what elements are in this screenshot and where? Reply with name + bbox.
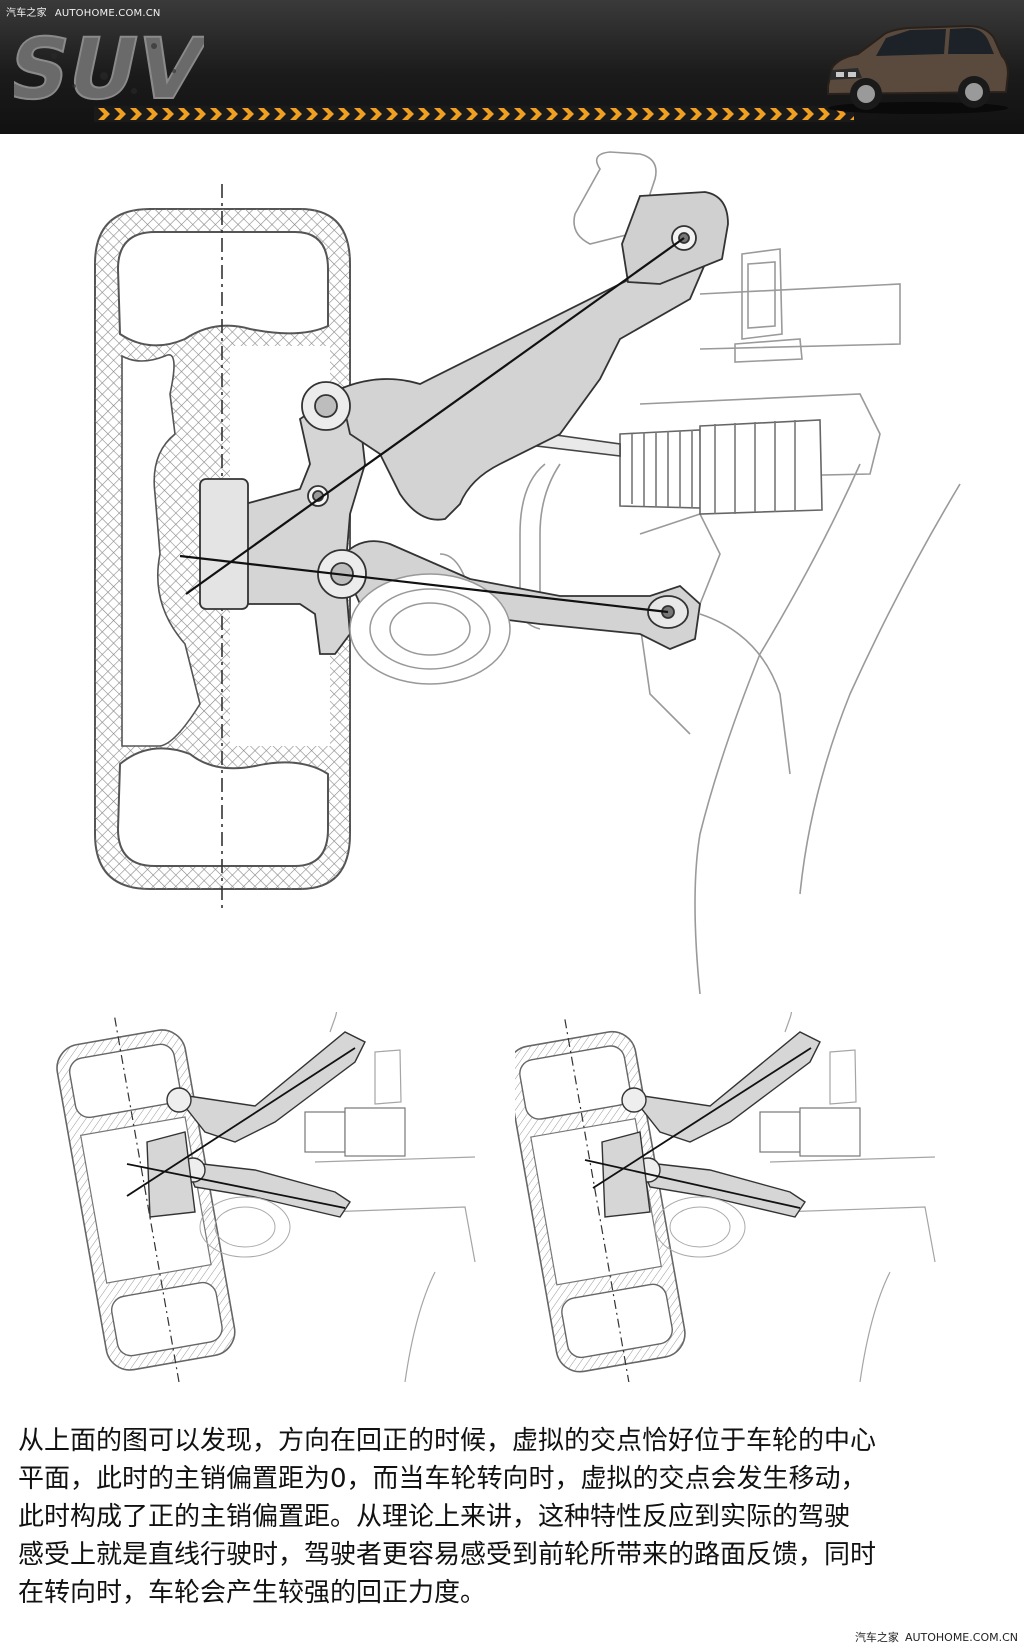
hazard-chevron	[626, 108, 638, 120]
virtual-kingpin-lines-small-right	[584, 1047, 812, 1209]
steering-rack-boot-small-right	[759, 1107, 861, 1157]
hazard-chevron	[466, 108, 478, 120]
virtual-kingpin-lines	[179, 237, 685, 614]
caption-line: 在转向时，车轮会产生较强的回正力度。	[18, 1578, 487, 1608]
watermark-site-name: 汽车之家	[854, 1631, 899, 1644]
caption-line: 此时构成了正的主销偏置距。从理论上来讲，这种特性反应到实际的驾驶	[18, 1502, 851, 1532]
hazard-chevron	[130, 108, 142, 120]
hazard-chevron	[674, 108, 686, 120]
hazard-chevron	[722, 108, 734, 120]
hazard-chevron	[482, 108, 494, 120]
hazard-chevron	[562, 108, 574, 120]
hazard-chevron	[818, 108, 830, 120]
caption-line: 从上面的图可以发现，方向在回正的时候，虚拟的交点恰好位于车轮的中心	[18, 1426, 877, 1456]
hazard-chevron	[514, 108, 526, 120]
suspension-diagram-turned-right	[515, 1012, 936, 1382]
suv-logo-text: SUV	[14, 21, 204, 116]
hazard-chevron	[706, 108, 718, 120]
chassis-line-art	[439, 151, 961, 994]
hazard-chevron	[114, 108, 126, 120]
hazard-chevron	[258, 108, 270, 120]
header-banner: 汽车之家 AUTOHOME.COM.CN SUV	[0, 0, 1024, 134]
banner-site-name: 汽车之家	[6, 8, 47, 19]
watermark: 汽车之家 AUTOHOME.COM.CN	[849, 1629, 1018, 1645]
hazard-chevron	[770, 108, 782, 120]
hazard-chevron	[226, 108, 238, 120]
control-arms-small	[146, 1031, 366, 1218]
watermark-site-domain: AUTOHOME.COM.CN	[904, 1631, 1018, 1644]
virtual-kingpin-lines-small	[126, 1047, 356, 1209]
hazard-chevron	[322, 108, 334, 120]
hazard-chevron	[402, 108, 414, 120]
hazard-chevron	[274, 108, 286, 120]
hazard-chevron	[738, 108, 750, 120]
hazard-chevron	[370, 108, 382, 120]
hazard-chevron	[658, 108, 670, 120]
hazard-chevron	[786, 108, 798, 120]
steering-rack-boot	[619, 419, 823, 515]
hazard-chevron	[162, 108, 174, 120]
banner-site-domain: AUTOHOME.COM.CN	[54, 8, 161, 19]
hazard-chevron	[802, 108, 814, 120]
hazard-chevron	[290, 108, 302, 120]
hazard-chevron	[546, 108, 558, 120]
explanation-paragraph: 从上面的图可以发现，方向在回正的时候，虚拟的交点恰好位于车轮的中心 平面，此时的…	[18, 1422, 1008, 1612]
hazard-chevron	[306, 108, 318, 120]
steering-rack-boot-small	[304, 1107, 406, 1157]
suv-logo: SUV	[14, 20, 204, 116]
tire-cross-section-turned-right	[515, 1019, 686, 1382]
car-icon	[827, 24, 1010, 114]
drive-shaft-joint-small	[199, 1196, 291, 1258]
hazard-chevron	[178, 108, 190, 120]
caption-line: 感受上就是直线行驶时，驾驶者更容易感受到前轮所带来的路面反馈，同时	[18, 1540, 877, 1570]
hazard-chevron	[418, 108, 430, 120]
hazard-chevron	[338, 108, 350, 120]
chassis-line-art-small-right	[769, 1012, 936, 1382]
hazard-chevron	[210, 108, 222, 120]
suspension-diagram-turned-left	[56, 1012, 476, 1382]
drive-shaft-joint-small-right	[654, 1196, 746, 1258]
hazard-chevron	[578, 108, 590, 120]
hazard-chevron	[690, 108, 702, 120]
hazard-chevron	[194, 108, 206, 120]
drive-shaft-joint	[349, 573, 511, 685]
caption-line: 平面，此时的主销偏置距为0，而当车轮转向时，虚拟的交点会发生移动，	[18, 1464, 867, 1494]
hazard-chevron	[594, 108, 606, 120]
suspension-diagram-main	[94, 151, 961, 994]
chassis-line-art-small	[314, 1012, 476, 1382]
tire-cross-section-turned	[56, 1017, 236, 1382]
banner-site-label: 汽车之家 AUTOHOME.COM.CN	[6, 4, 169, 19]
hazard-chevron	[530, 108, 542, 120]
hazard-chevron	[354, 108, 366, 120]
hazard-chevron	[610, 108, 622, 120]
hazard-stripe	[94, 106, 854, 122]
hazard-chevron	[386, 108, 398, 120]
control-arms-small-right	[601, 1031, 821, 1218]
hazard-chevron	[498, 108, 510, 120]
hazard-chevron	[754, 108, 766, 120]
hazard-chevron	[642, 108, 654, 120]
hazard-chevron	[434, 108, 446, 120]
hazard-chevron	[450, 108, 462, 120]
hazard-chevron	[242, 108, 254, 120]
hazard-chevron	[98, 108, 110, 120]
hazard-chevron	[146, 108, 158, 120]
